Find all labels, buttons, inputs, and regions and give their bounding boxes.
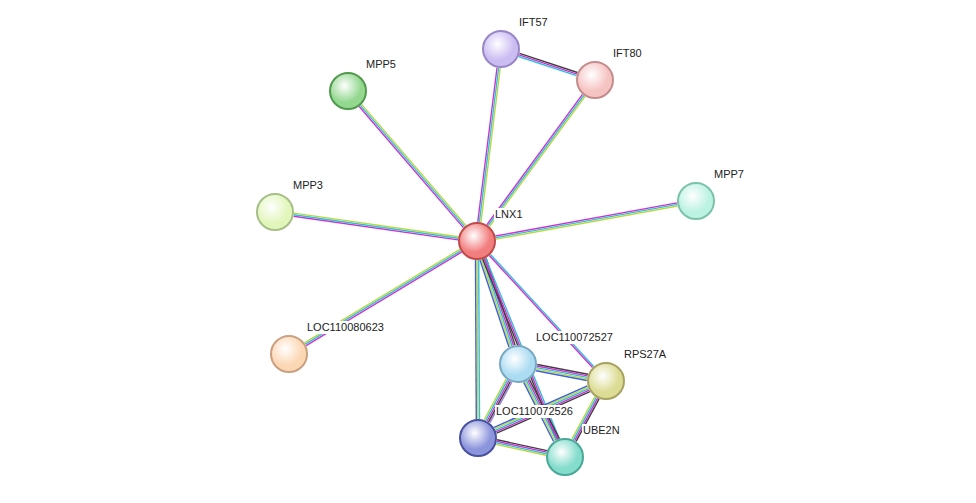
- evidence-line: [306, 252, 461, 345]
- protein-node: IFT80: [576, 61, 614, 99]
- evidence-line: [481, 68, 500, 222]
- node-label: LOC110080623: [306, 321, 385, 334]
- interaction-edge: [496, 440, 547, 456]
- evidence-line: [494, 386, 587, 428]
- evidence-line: [475, 260, 477, 419]
- evidence-line: [294, 215, 458, 239]
- protein-node: MPP5: [329, 72, 367, 110]
- evidence-line: [362, 104, 466, 225]
- evidence-line: [536, 369, 587, 379]
- protein-node: IFT57: [482, 30, 520, 68]
- evidence-line: [520, 53, 578, 72]
- evidence-line: [495, 387, 588, 429]
- interaction-edge: [494, 386, 590, 433]
- evidence-line: [496, 444, 546, 455]
- evidence-line: [476, 260, 478, 419]
- protein-node: LOC110072527: [499, 345, 537, 383]
- interaction-edge: [536, 364, 588, 380]
- evidence-line: [294, 216, 458, 240]
- evidence-line: [304, 249, 459, 342]
- node-label: MPP3: [292, 179, 324, 192]
- interaction-edge: [304, 249, 461, 345]
- interaction-edge: [480, 258, 515, 347]
- evidence-line: [360, 105, 464, 226]
- protein-node: MPP3: [256, 193, 294, 231]
- evidence-line: [478, 68, 497, 222]
- evidence-line: [478, 260, 480, 419]
- evidence-line: [519, 56, 577, 75]
- evidence-line: [519, 55, 577, 74]
- node-label: LNX1: [494, 208, 524, 221]
- node-label: IFT57: [518, 16, 549, 29]
- protein-node: LOC110080623: [270, 335, 308, 373]
- node-label: IFT80: [612, 47, 643, 60]
- evidence-line: [359, 106, 463, 227]
- interaction-edge: [478, 68, 500, 223]
- node-label: UBE2N: [582, 424, 621, 437]
- interaction-edge: [519, 53, 578, 75]
- node-label: RPS27A: [623, 348, 667, 361]
- evidence-line: [495, 389, 588, 431]
- evidence-line: [496, 443, 546, 454]
- node-label: LOC110072527: [535, 331, 614, 344]
- protein-node: UBE2N: [546, 438, 584, 476]
- interaction-edge: [487, 94, 585, 226]
- interaction-edge: [475, 260, 479, 419]
- evidence-line: [536, 371, 587, 381]
- protein-node: LNX1: [458, 222, 496, 260]
- node-label: MPP7: [713, 168, 745, 181]
- evidence-line: [481, 260, 510, 347]
- node-label: MPP5: [365, 58, 397, 71]
- protein-node: LOC110072526: [459, 419, 497, 457]
- interaction-edge: [294, 213, 459, 240]
- evidence-line: [305, 251, 460, 344]
- node-label: LOC110072526: [495, 405, 574, 418]
- protein-node: RPS27A: [587, 362, 625, 400]
- evidence-line: [488, 95, 584, 225]
- interaction-edge: [359, 104, 466, 227]
- evidence-line: [479, 68, 498, 222]
- evidence-line: [487, 94, 583, 224]
- evidence-line: [294, 213, 458, 237]
- evidence-line: [490, 96, 586, 226]
- protein-node: MPP7: [677, 182, 715, 220]
